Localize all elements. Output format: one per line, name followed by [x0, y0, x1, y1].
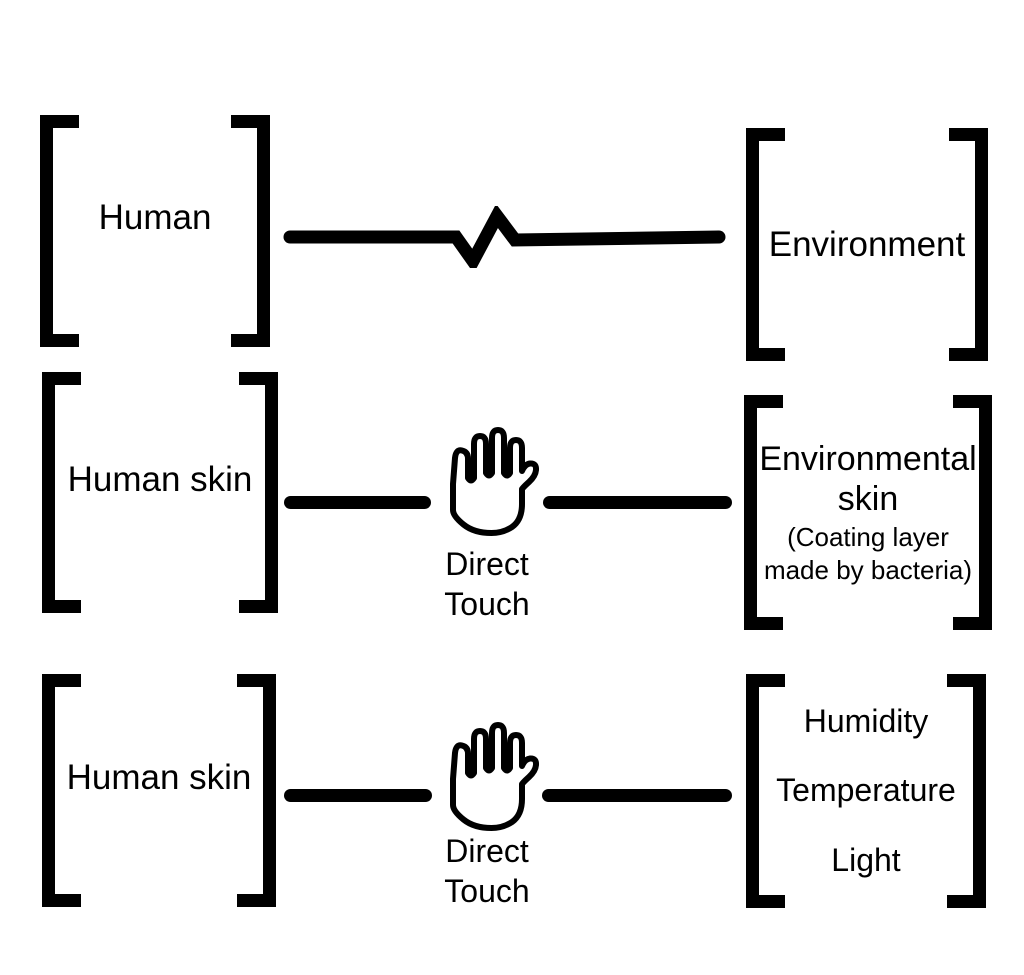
human-skin-label: Human skin — [66, 757, 252, 797]
environment-label: Environment — [768, 224, 966, 264]
environmental-skin-title-line: Environmental — [759, 439, 977, 478]
environment-factors-box: Humidity Temperature Light — [746, 674, 986, 908]
right-bracket — [947, 674, 986, 908]
broken-line-icon — [283, 206, 726, 268]
factor-light: Light — [831, 841, 901, 878]
human-skin-box-2: Human skin — [42, 674, 276, 907]
right-bracket — [237, 674, 276, 907]
right-bracket — [949, 128, 988, 361]
human-skin-box-1: Human skin — [42, 372, 278, 613]
caption-line: Direct — [445, 833, 529, 869]
connector-line — [543, 496, 732, 509]
environment-box: Environment — [746, 128, 988, 361]
environmental-skin-note-line: made by bacteria) — [763, 554, 973, 585]
right-bracket — [239, 372, 278, 613]
human-skin-label: Human skin — [67, 459, 253, 499]
hand-icon — [450, 427, 539, 536]
left-bracket — [42, 372, 81, 613]
left-bracket — [40, 115, 79, 347]
hand-icon — [450, 722, 539, 831]
connector-line — [284, 496, 431, 509]
left-bracket — [42, 674, 81, 907]
direct-touch-caption: Direct Touch — [417, 544, 557, 624]
caption-line: Touch — [444, 586, 530, 622]
connector-line — [542, 789, 732, 802]
left-bracket — [746, 674, 785, 908]
environmental-skin-title-line: skin — [837, 479, 899, 518]
environmental-skin-note-line: (Coating layer — [787, 521, 949, 552]
factor-humidity: Humidity — [803, 703, 929, 740]
human-label: Human — [98, 198, 212, 237]
environmental-skin-box: Environmental skin (Coating layer made b… — [744, 395, 992, 630]
left-bracket — [744, 395, 783, 630]
direct-touch-caption: Direct Touch — [417, 831, 557, 911]
connector-line — [284, 789, 432, 802]
caption-line: Direct — [445, 546, 529, 582]
human-box: Human — [40, 115, 270, 347]
right-bracket — [953, 395, 992, 630]
factor-temperature: Temperature — [776, 772, 956, 809]
left-bracket — [746, 128, 785, 361]
right-bracket — [231, 115, 270, 347]
caption-line: Touch — [444, 873, 530, 909]
